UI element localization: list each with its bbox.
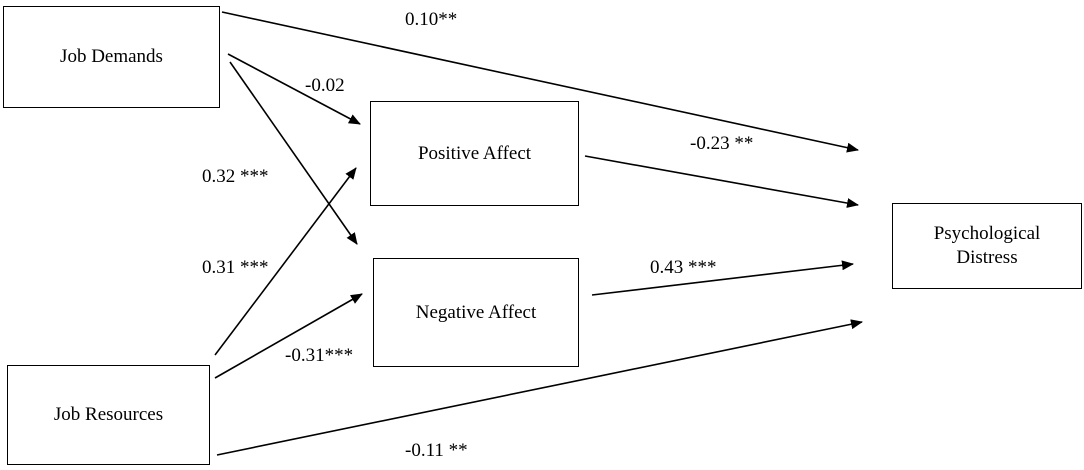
node-negative-affect-label: Negative Affect — [415, 301, 537, 323]
coefficient-job-demands-positive-affect: -0.02 — [305, 75, 345, 96]
coefficient-job-demands-negative-affect: 0.32 *** — [202, 166, 269, 187]
arrow-negative-affect-to-psychological-distress — [591, 260, 854, 296]
node-job-resources: Job Resources — [7, 365, 210, 465]
node-job-demands: Job Demands — [3, 6, 220, 108]
node-psychological-distress-label: Psychological Distress — [933, 223, 1041, 268]
arrow-job-resources-to-positive-affect — [214, 167, 357, 356]
arrow-job-demands-to-psychological-distress — [221, 11, 859, 153]
arrow-job-demands-to-negative-affect — [229, 61, 358, 245]
node-positive-affect: Positive Affect — [370, 101, 579, 206]
node-positive-affect-label: Positive Affect — [417, 142, 532, 164]
coefficient-negative-affect-psychological-distress: 0.43 *** — [650, 257, 717, 278]
node-psychological-distress: Psychological Distress — [892, 203, 1082, 289]
coefficient-job-resources-negative-affect: -0.31*** — [285, 345, 354, 366]
node-negative-affect: Negative Affect — [373, 258, 579, 367]
arrow-job-resources-to-psychological-distress — [216, 319, 863, 456]
node-job-resources-label: Job Resources — [53, 404, 164, 425]
arrow-positive-affect-to-psychological-distress — [584, 155, 859, 208]
coefficient-job-resources-psychological-distress: -0.11 ** — [405, 440, 468, 461]
coefficient-job-demands-psychological-distress: 0.10** — [405, 9, 458, 30]
coefficient-positive-affect-psychological-distress: -0.23 ** — [690, 133, 754, 154]
arrow-job-demands-to-positive-affect — [227, 53, 361, 125]
arrow-job-resources-to-negative-affect — [214, 293, 363, 379]
coefficient-job-resources-positive-affect: 0.31 *** — [202, 257, 269, 278]
node-job-demands-label: Job Demands — [60, 46, 163, 67]
